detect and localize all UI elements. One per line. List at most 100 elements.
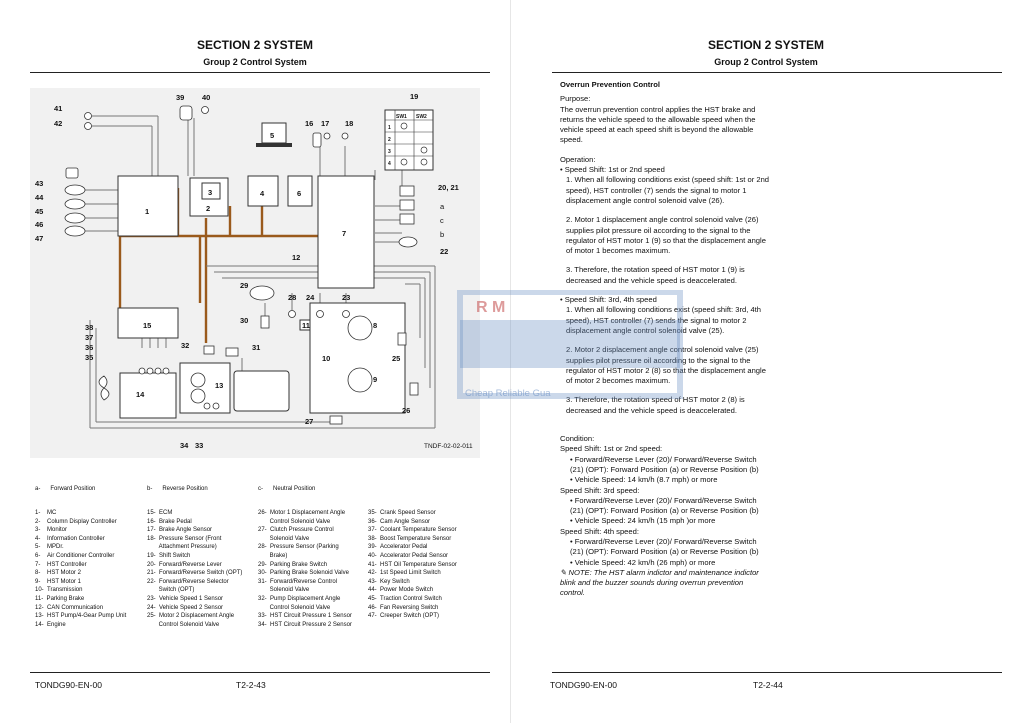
legend-item: Attachment Pressure) (147, 544, 217, 551)
cond3-item2: • Vehicle Speed: 42 km/h (26 mph) or mor… (570, 557, 716, 567)
position-c: c- Neutral Position (258, 486, 316, 492)
control-system-diagram: 41 42 39 40 5 16 17 18 19 43 44 45 46 47… (30, 88, 480, 458)
watermark-slogan: Cheap Reliable Gua (465, 388, 551, 399)
callout-43: 43 (35, 179, 43, 188)
callout-27: 27 (305, 417, 313, 426)
callout-18: 18 (345, 119, 353, 128)
callout-12: 12 (292, 253, 300, 262)
legend-item: 21- Forward/Reverse Switch (OPT) (147, 570, 243, 577)
legend-item: 10- Transmission (35, 587, 83, 594)
box-6 (287, 175, 313, 207)
footer-rule (552, 672, 1002, 673)
legend-item: 33- HST Circuit Pressure 1 Sensor (258, 613, 352, 620)
callout-41: 41 (54, 104, 62, 113)
watermark-brand: R M (476, 299, 505, 316)
callout-4: 4 (260, 189, 265, 198)
legend-item: 41- HST Oil Temperature Sensor (368, 561, 457, 568)
row-3: 3 (388, 149, 391, 155)
legend-item: 39- Accelerator Pedal (368, 544, 428, 551)
legend-item: 37- Coolant Temperature Sensor (368, 527, 457, 534)
legend-item: 27- Clutch Pressure Control (258, 527, 334, 534)
legend-item: 20- Forward/Reverse Lever (147, 561, 222, 568)
legend-item: 12- CAN Communication (35, 604, 104, 611)
callout-37: 37 (85, 333, 93, 342)
callout-36: 36 (85, 343, 93, 352)
legend-column-3: 26- Motor 1 Displacement Angle Control S… (258, 509, 352, 629)
note-text: ✎ NOTE: The HST alarm indictor and maint… (560, 567, 759, 598)
legend-item: Control Solenoid Valve (258, 604, 331, 611)
callout-22: 22 (440, 247, 448, 256)
op2-step3: 3. Therefore, the rotation speed of HST … (566, 395, 745, 415)
operation-label: Operation: (560, 154, 596, 164)
callout-16: 16 (305, 119, 313, 128)
legend-item: 35- Crank Speed Sensor (368, 510, 436, 516)
op1-step1: 1. When all following conditions exist (… (566, 175, 770, 205)
overrun-prevention-text: Overrun Prevention Control Purpose: The … (560, 80, 770, 599)
callout-25: 25 (392, 354, 400, 363)
callout-35: 35 (85, 353, 93, 362)
callout-11: 11 (302, 321, 310, 330)
callout-44: 44 (35, 193, 44, 202)
signal-wiring (85, 115, 436, 429)
watermark-band (460, 320, 680, 368)
callout-40: 40 (202, 93, 210, 102)
callout-38: 38 (85, 323, 93, 332)
legend-item: 34- HST Circuit Pressure 2 Sensor (258, 621, 352, 628)
cond2-item1: • Forward/Reverse Lever (20)/ Forward/Re… (570, 495, 759, 516)
legend-item: 7- HST Controller (35, 561, 87, 568)
doc-number: TONDG90-EN-00 (35, 680, 102, 690)
legend-item: 42- 1st Speed Limit Switch (368, 570, 441, 577)
box-1 (117, 175, 179, 237)
legend-column-4: 35- Crank Speed Sensor 36- Cam Angle Sens… (368, 509, 457, 621)
callout-24: 24 (306, 293, 315, 302)
legend-item: 25- Motor 2 Displacement Angle (147, 613, 235, 620)
position-a: a- Forward Position (35, 486, 96, 492)
label-b: b (440, 230, 444, 239)
callout-46: 46 (35, 220, 43, 229)
legend-item: Control Solenoid Valve (258, 518, 331, 525)
legend-item: 32- Pump Displacement Angle (258, 595, 341, 602)
legend-item: 28- Pressure Sensor (Parking (258, 544, 339, 551)
parking-brake-11 (299, 319, 311, 331)
box-7 (317, 175, 375, 289)
callout-13: 13 (215, 381, 223, 390)
callout-10: 10 (322, 354, 330, 363)
callout-7: 7 (342, 229, 346, 238)
page-divider (510, 0, 511, 723)
sw2-header: SW2 (416, 114, 427, 120)
callout-45: 45 (35, 207, 43, 216)
callout-32: 32 (181, 341, 189, 350)
gear-pump (233, 370, 290, 412)
callout-14: 14 (136, 390, 145, 399)
callout-2: 2 (206, 204, 210, 213)
legend-item: Solenoid Valve (258, 587, 310, 594)
footer-rule (30, 672, 490, 673)
op1-step2: 2. Motor 1 displacement angle control so… (566, 215, 766, 256)
legend-item: Switch (OPT) (147, 587, 195, 594)
cond3-item1: • Forward/Reverse Lever (20)/ Forward/Re… (570, 536, 759, 557)
legend-item: 31- Forward/Reverse Control (258, 578, 338, 585)
legend-item: 4- Information Controller (35, 535, 105, 542)
legend-item: 43- Key Switch (368, 578, 410, 585)
callout-31: 31 (252, 343, 260, 352)
legend-item: Solenoid Valve (258, 535, 310, 542)
legend-item: 18- Pressure Sensor (Front (147, 535, 222, 542)
watermark: R M Cheap Reliable Gua (457, 290, 683, 399)
legend-item: 40- Accelerator Pedal Sensor (368, 552, 449, 559)
legend-item: 30- Parking Brake Solenoid Valve (258, 570, 349, 577)
legend-item: 3- Monitor (35, 527, 68, 534)
callout-20-21: 20, 21 (438, 183, 459, 192)
callout-39: 39 (176, 93, 184, 102)
row-2: 2 (388, 137, 391, 143)
legend-item: 11- Parking Brake (35, 595, 85, 602)
row-4: 4 (388, 161, 391, 167)
box-4 (247, 175, 279, 207)
legend-item: 36- Cam Angle Sensor (368, 518, 431, 525)
legend-item: 38- Boost Temperature Sensor (368, 535, 452, 542)
callout-23: 23 (342, 293, 350, 302)
callout-30: 30 (240, 316, 248, 325)
right-page: SECTION 2 SYSTEM Group 2 Control System … (511, 0, 1021, 723)
watermark-frame (457, 290, 683, 399)
legend-item: 1- MC (35, 510, 57, 516)
